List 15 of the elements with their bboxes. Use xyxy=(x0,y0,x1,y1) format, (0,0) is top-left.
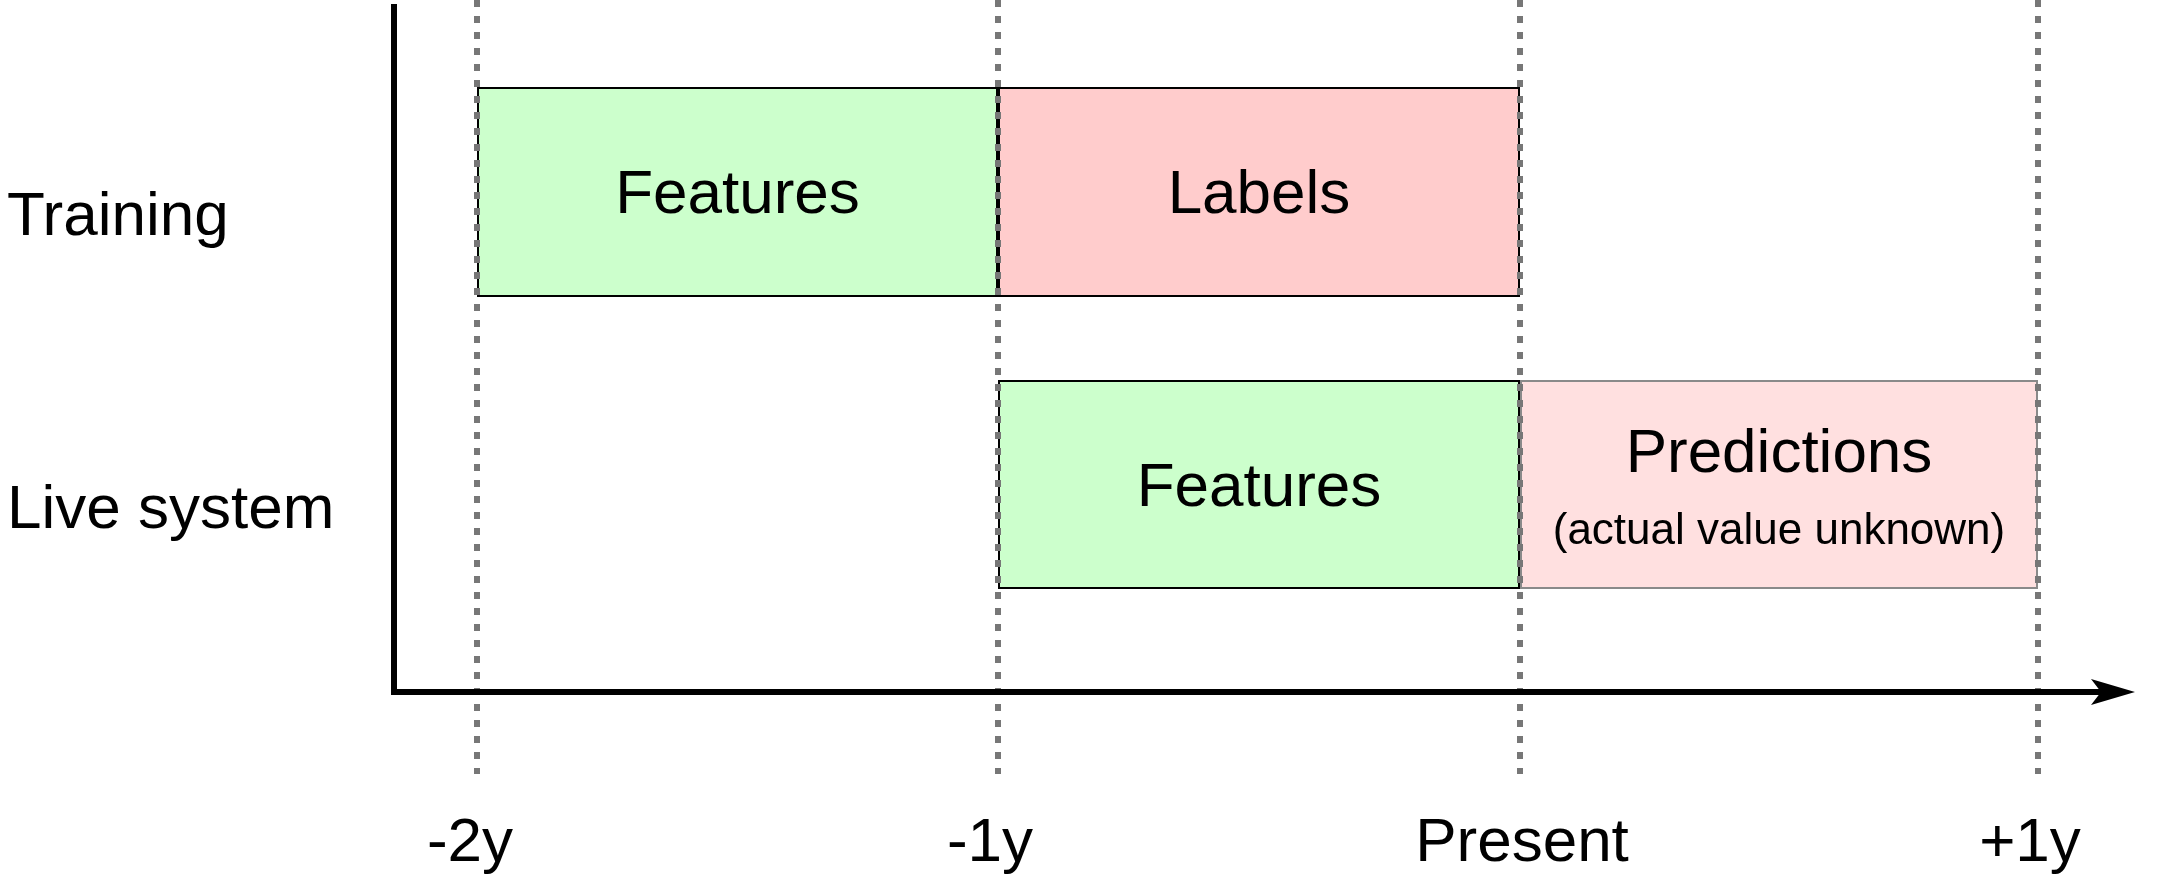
tick-label: -2y xyxy=(426,804,514,876)
timeline-box xyxy=(477,87,998,297)
timeline-box xyxy=(998,87,1520,297)
box-text: Features xyxy=(615,156,860,228)
timeline-box xyxy=(1520,380,2038,589)
box-text: Predictions xyxy=(1625,414,1933,486)
box-text: Labels xyxy=(1167,156,1351,228)
row-label: Live system xyxy=(7,471,335,543)
box-text: Features xyxy=(1136,448,1382,521)
timeline-box xyxy=(998,380,1520,589)
tick-label: Present xyxy=(1415,804,1629,876)
row-label: Training xyxy=(7,178,229,250)
tick-label: +1y xyxy=(1979,804,2081,876)
box-note: (actual value unknown) xyxy=(1552,503,2006,555)
tick-label: -1y xyxy=(946,804,1034,876)
